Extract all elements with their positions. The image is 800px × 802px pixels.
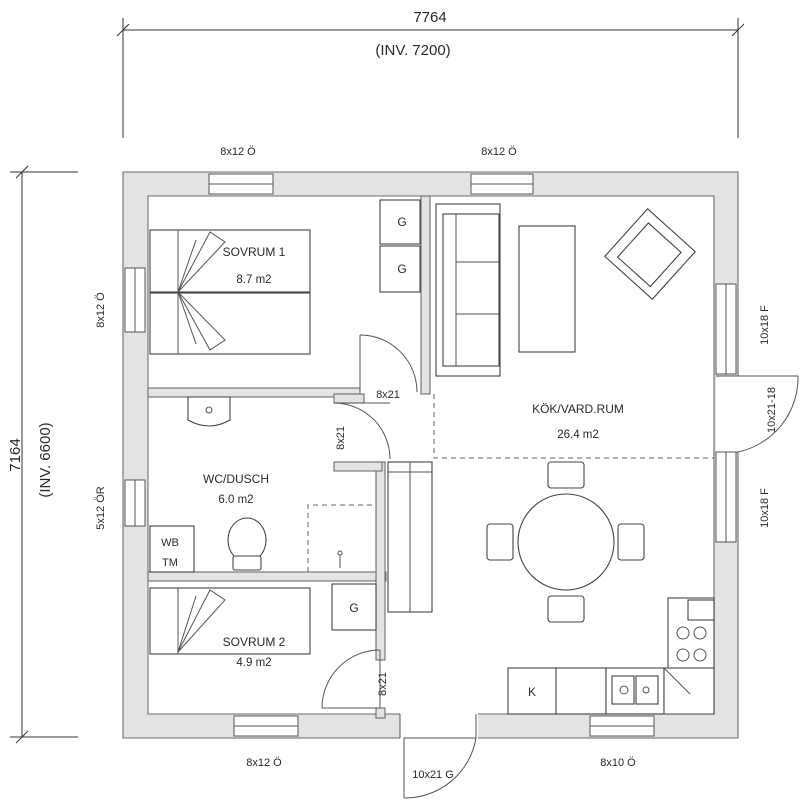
side-door xyxy=(716,375,799,453)
armchair xyxy=(604,208,696,300)
width-label: 7764 xyxy=(413,9,446,26)
window-left-upper-label: 8x12 Ö xyxy=(95,292,107,328)
interior-walls xyxy=(147,195,431,719)
shower-fixture xyxy=(337,550,343,568)
sovrum2-bed xyxy=(149,587,311,655)
wc-door xyxy=(333,402,391,460)
sovrum1-area: 8.7 m2 xyxy=(236,274,271,286)
wardrobe-upper xyxy=(379,199,421,293)
window-right-upper xyxy=(715,283,737,375)
window-right-upper-label: 10x18 F xyxy=(759,305,771,345)
tm-label: TM xyxy=(162,557,178,569)
sofa xyxy=(435,203,501,377)
height-inner-label: (INV. 6600) xyxy=(37,422,54,497)
window-bottom-right xyxy=(589,715,655,737)
wardrobe-label-2: G xyxy=(397,262,406,276)
sovrum1-door-label: 8x21 xyxy=(376,389,400,401)
height-dimension xyxy=(10,165,78,744)
window-left-upper xyxy=(124,267,146,333)
sovrum2-name: SOVRUM 2 xyxy=(223,635,286,649)
wc-door-label: 8x21 xyxy=(335,426,347,450)
window-top-left-label: 8x12 Ö xyxy=(220,146,256,158)
dining-table xyxy=(486,461,645,623)
shower-zone xyxy=(307,504,372,572)
window-right-lower xyxy=(715,451,737,543)
window-left-lower xyxy=(124,479,146,527)
entrance-door xyxy=(399,712,478,799)
sovrum1-door xyxy=(359,334,418,393)
wardrobe-label-3: G xyxy=(349,601,358,615)
wardrobe-label-1: G xyxy=(397,215,406,229)
sovrum1-name: SOVRUM 1 xyxy=(223,245,286,259)
wc-name: WC/DUSCH xyxy=(203,472,269,486)
stair xyxy=(387,461,433,613)
coffee-table xyxy=(518,225,576,353)
window-left-lower-label: 5x12 ÖR xyxy=(95,486,107,529)
window-top-middle xyxy=(470,173,534,195)
sovrum2-door-label: 8x21 xyxy=(377,672,389,696)
window-bottom-right-label: 8x10 Ö xyxy=(600,757,636,769)
window-bottom-left xyxy=(233,715,299,737)
window-top-left xyxy=(208,173,274,195)
sovrum2-door xyxy=(321,649,381,709)
wc-area: 6.0 m2 xyxy=(218,494,253,506)
window-right-lower-label: 10x18 F xyxy=(759,488,771,528)
width-dimension xyxy=(116,18,745,138)
kitchen xyxy=(507,597,715,715)
washbasin xyxy=(187,396,231,427)
height-label: 7164 xyxy=(7,438,24,471)
side-door-label: 10x21-18 xyxy=(766,387,778,433)
wb-label: WB xyxy=(161,537,179,549)
washer-dryer xyxy=(149,525,195,573)
kok-name: KÖK/VARD.RUM xyxy=(532,402,624,416)
window-top-middle-label: 8x12 Ö xyxy=(481,146,517,158)
kok-area: 26.4 m2 xyxy=(557,429,599,441)
toilet xyxy=(227,517,267,571)
kok-dashed-zone xyxy=(433,394,714,459)
entrance-door-label: 10x21 G xyxy=(412,769,454,781)
wardrobe-lower xyxy=(331,583,377,631)
window-bottom-left-label: 8x12 Ö xyxy=(246,757,282,769)
width-inner-label: (INV. 7200) xyxy=(375,42,450,59)
fridge-label: K xyxy=(528,685,536,699)
sovrum2-area: 4.9 m2 xyxy=(236,657,271,669)
sovrum1-beds xyxy=(149,229,311,355)
